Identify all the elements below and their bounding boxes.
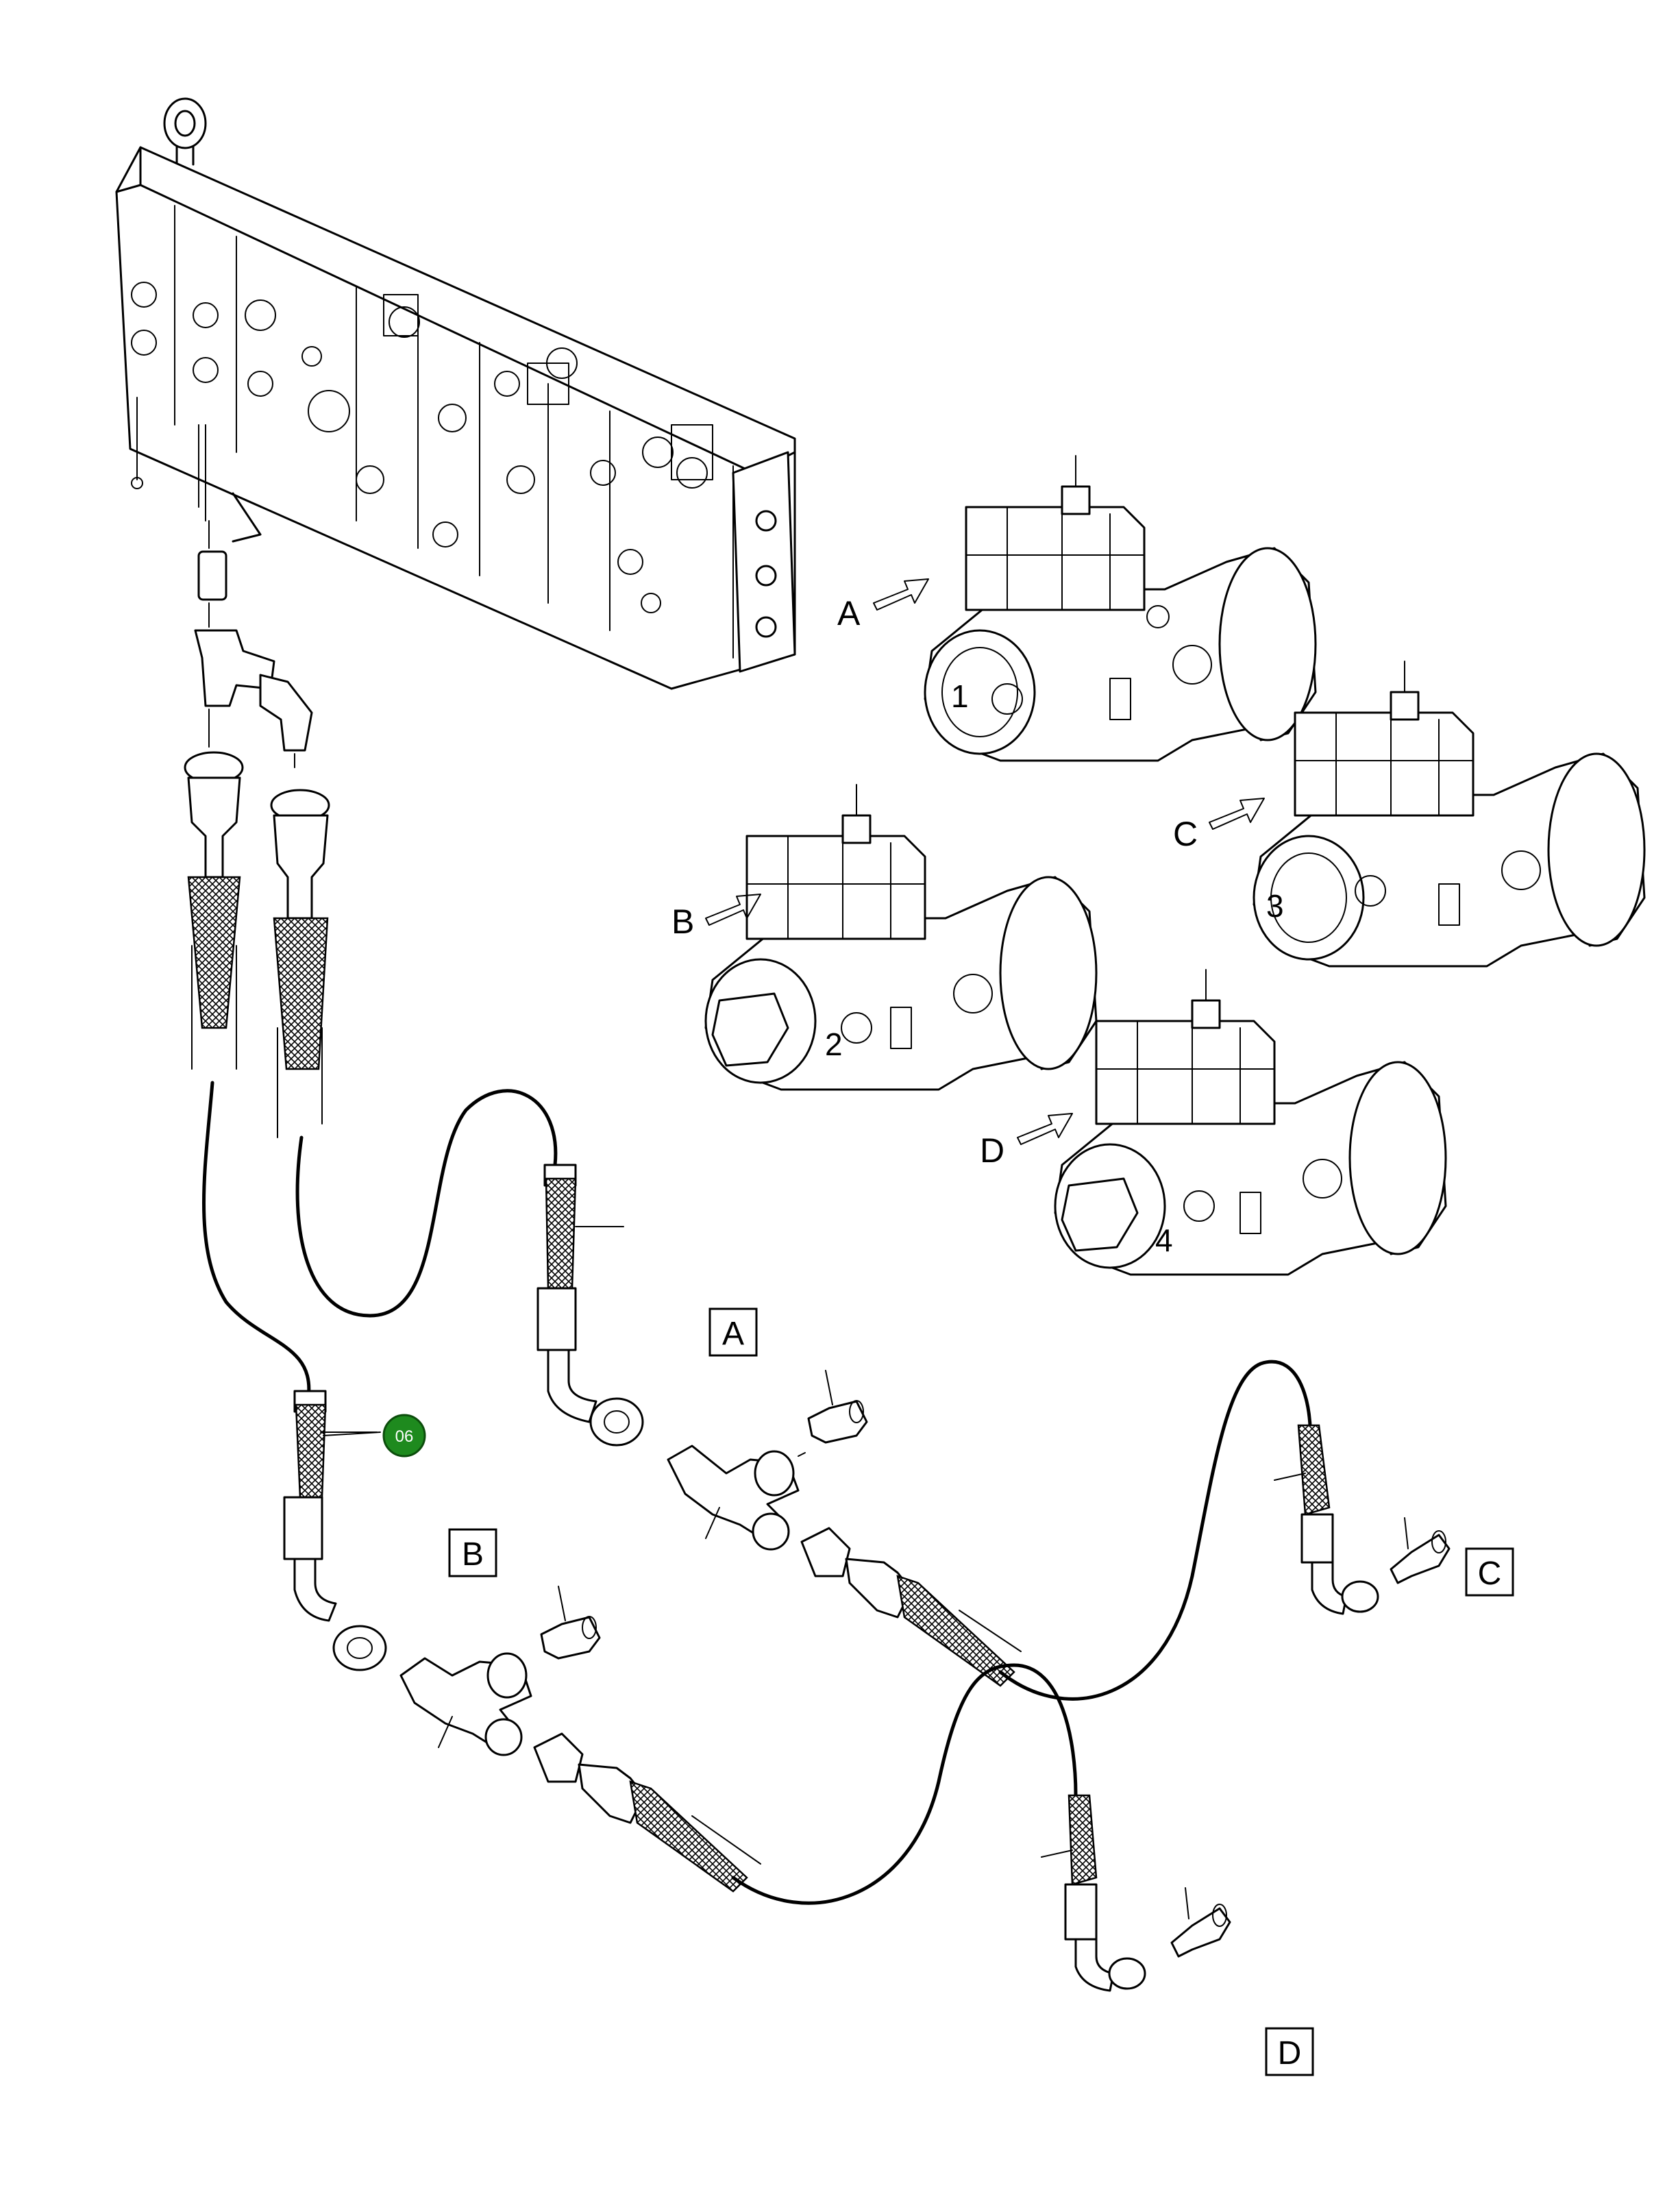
- pump-number-4: 4: [1155, 1222, 1173, 1258]
- port-label-a: A: [708, 1307, 758, 1357]
- svg-text:A: A: [722, 1316, 744, 1352]
- pump-2: [704, 784, 1098, 1091]
- hose-to-port-d: [533, 1663, 1231, 1992]
- svg-text:D: D: [1278, 2035, 1302, 2072]
- svg-text:C: C: [1478, 1556, 1502, 1592]
- view-label-a: A: [837, 594, 861, 632]
- pump-1: [924, 455, 1317, 762]
- lifting-eye-left: [163, 97, 207, 166]
- tee-fitting-a: [667, 1370, 868, 1551]
- view-label-c: C: [1173, 815, 1198, 853]
- hose-1: [184, 751, 387, 1671]
- callout-leader: [323, 1431, 381, 1436]
- pump-number-2: 2: [825, 1027, 843, 1062]
- view-label-d: D: [980, 1131, 1004, 1170]
- view-arrow-c: [1209, 798, 1265, 830]
- pump-number-1: 1: [951, 678, 969, 714]
- pump-number-3: 3: [1266, 888, 1284, 924]
- port-label-d: D: [1265, 2027, 1314, 2076]
- view-arrow-a: [873, 578, 929, 611]
- supply-fitting-assembly: [194, 520, 313, 768]
- svg-text:B: B: [462, 1536, 484, 1573]
- view-arrow-d: [1017, 1113, 1073, 1145]
- hose-2: [270, 789, 644, 1447]
- pump-4: [1054, 969, 1447, 1276]
- part-callout-06[interactable]: 06: [382, 1414, 426, 1458]
- hose-to-port-c: [800, 1360, 1451, 1701]
- port-label-c: C: [1465, 1547, 1514, 1597]
- view-arrow-b: [705, 894, 761, 926]
- port-label-b: B: [448, 1528, 497, 1577]
- view-label-b: B: [671, 902, 694, 941]
- tee-fitting-b: [399, 1586, 601, 1756]
- part-callout-number: 06: [395, 1427, 414, 1446]
- pump-3: [1253, 661, 1646, 968]
- control-valve-block: [115, 97, 796, 690]
